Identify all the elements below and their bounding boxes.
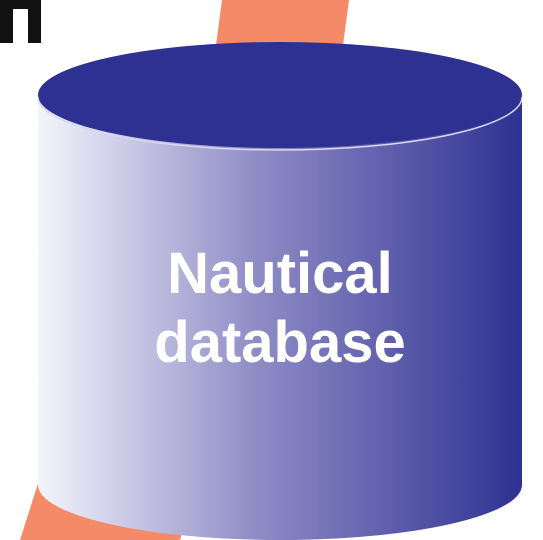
database-label-line-2: database — [154, 310, 406, 375]
database-label-line-1: Nautical — [167, 241, 393, 306]
partial-glyph-fragment — [0, 0, 41, 43]
cylinder-top-rim — [37, 96, 523, 151]
cylinder-body — [38, 98, 522, 540]
cylinder-top — [38, 42, 522, 148]
